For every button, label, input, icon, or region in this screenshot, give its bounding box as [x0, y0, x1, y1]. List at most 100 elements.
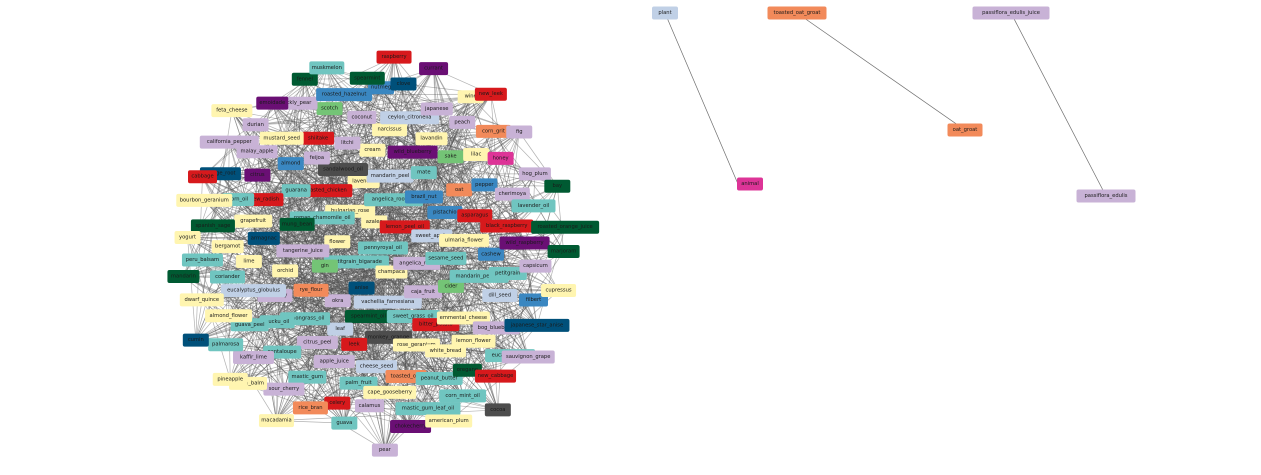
node-box — [410, 166, 437, 180]
cluster-edge — [356, 261, 499, 411]
node-label: cupressus — [546, 288, 572, 294]
cluster-edge — [409, 68, 434, 118]
node-roasted-hazelnut: roasted_hazelnut — [316, 88, 373, 102]
node-box — [415, 371, 463, 385]
node-durian: durian — [242, 118, 269, 132]
node-sesame-seed: sesame_seed — [425, 251, 467, 265]
node-box — [518, 167, 551, 181]
node-calamus: calamus — [355, 399, 385, 413]
node-box — [176, 193, 233, 207]
node-box — [323, 255, 389, 269]
node-label: spanish_sage — [195, 223, 230, 229]
cluster-edge — [356, 261, 499, 411]
node-mastic-gum-leaf-oil: mastic_gum_leaf_oil — [395, 402, 461, 416]
node-box — [487, 151, 514, 165]
node-cider: cider — [437, 279, 464, 293]
node-label: black_raspberry — [486, 223, 527, 229]
node-label: ceylon_citronella — [388, 115, 432, 121]
cluster-edge — [380, 87, 501, 159]
node-label: mate — [417, 170, 430, 176]
cluster-edge — [326, 67, 501, 296]
cluster-edge — [271, 103, 359, 384]
node-label: cabbage — [191, 174, 213, 180]
node-label: peanut_butter — [421, 375, 459, 381]
node-box — [439, 389, 487, 403]
edges-layer — [183, 12, 1107, 451]
node-box — [211, 240, 244, 254]
node-pistachio: pistachio — [427, 205, 463, 219]
node-box — [504, 318, 570, 332]
node-label: bucku_oil — [265, 319, 289, 325]
node-label: roasted_orange_juice — [538, 224, 593, 230]
node-mung-bean: mung_bean — [279, 217, 315, 231]
node-label: spearmint_oil — [351, 314, 386, 320]
node-box — [190, 219, 235, 233]
node-label: peach — [454, 119, 470, 125]
node-box — [419, 62, 449, 76]
node-capsicum: capsicum — [519, 259, 552, 273]
node-label: cider — [445, 283, 459, 289]
node-feta-cheese: feta_cheese — [211, 104, 253, 118]
cluster-edge — [276, 138, 283, 421]
node-label: lime — [243, 258, 254, 264]
node-wild-blueberry: wild_blueberry — [387, 145, 438, 159]
node-label: gin — [321, 263, 329, 269]
node-label: guava_peel — [235, 322, 265, 328]
node-box — [247, 231, 280, 245]
cluster-edge — [490, 94, 513, 195]
node-box — [425, 414, 473, 428]
node-pineapple: pineapple — [212, 372, 248, 386]
node-clove: clove — [390, 77, 417, 91]
node-cape-gooseberry: cape_gooseberry — [363, 385, 417, 399]
node-box — [349, 71, 385, 85]
node-label: lavender_oil — [518, 203, 549, 209]
node-scotch: scotch — [316, 102, 343, 116]
cluster-edge — [433, 68, 438, 110]
node-label: rice_bran — [298, 405, 322, 411]
node-cherimoya: cherimoya — [494, 187, 530, 201]
node-box — [477, 247, 504, 261]
node-peach: peach — [449, 115, 476, 129]
node-box — [188, 170, 218, 184]
node-kaffir-lime: kaffir_lime — [233, 351, 275, 365]
cluster-edge — [310, 344, 355, 409]
node-label: palmarosa — [212, 342, 239, 348]
node-label: coriander — [215, 274, 241, 280]
node-box — [404, 190, 443, 204]
node-lime: lime — [235, 254, 262, 268]
cluster-edge — [326, 67, 558, 187]
node-muskmelon: muskmelon — [309, 61, 345, 75]
node-label: lavandin — [420, 136, 442, 142]
node-cashew: cashew — [477, 247, 504, 261]
cluster-edge — [416, 172, 425, 264]
node-armagnac: armagnac — [247, 231, 280, 245]
node-box — [451, 334, 496, 348]
cluster-edge — [435, 193, 513, 325]
cluster-edge — [326, 67, 446, 352]
node-coconut: coconut — [347, 110, 377, 124]
node-label: palm_fruit — [345, 380, 371, 386]
node-label: american_plum — [429, 418, 469, 424]
node-rice-bran: rice_bran — [292, 401, 328, 415]
node-label: malay_apple — [241, 149, 274, 155]
node-lavender-oil: lavender_oil — [511, 199, 556, 213]
node-label: okra — [332, 298, 344, 304]
cluster-edge — [248, 261, 388, 303]
node-box — [309, 61, 345, 75]
node-macadamia: macadamia — [258, 414, 294, 428]
node-box — [276, 244, 330, 258]
node-label: plant — [658, 10, 671, 16]
node-label: wild_blueberry — [394, 149, 432, 155]
cluster-edge — [263, 238, 440, 379]
node-label: mandarin — [171, 274, 196, 280]
node-box — [415, 132, 448, 146]
node-citrus-peel: citrus_peel — [296, 336, 338, 350]
cluster-edge — [276, 286, 452, 421]
cluster-edge — [343, 94, 460, 191]
cluster-edge — [220, 173, 463, 397]
node-label: corn_mint_oil — [445, 393, 479, 399]
node-label: yogurt — [179, 235, 196, 241]
node-california-pepper: california_pepper — [199, 135, 259, 149]
cluster-edge — [423, 96, 471, 198]
node-box — [972, 6, 1050, 20]
